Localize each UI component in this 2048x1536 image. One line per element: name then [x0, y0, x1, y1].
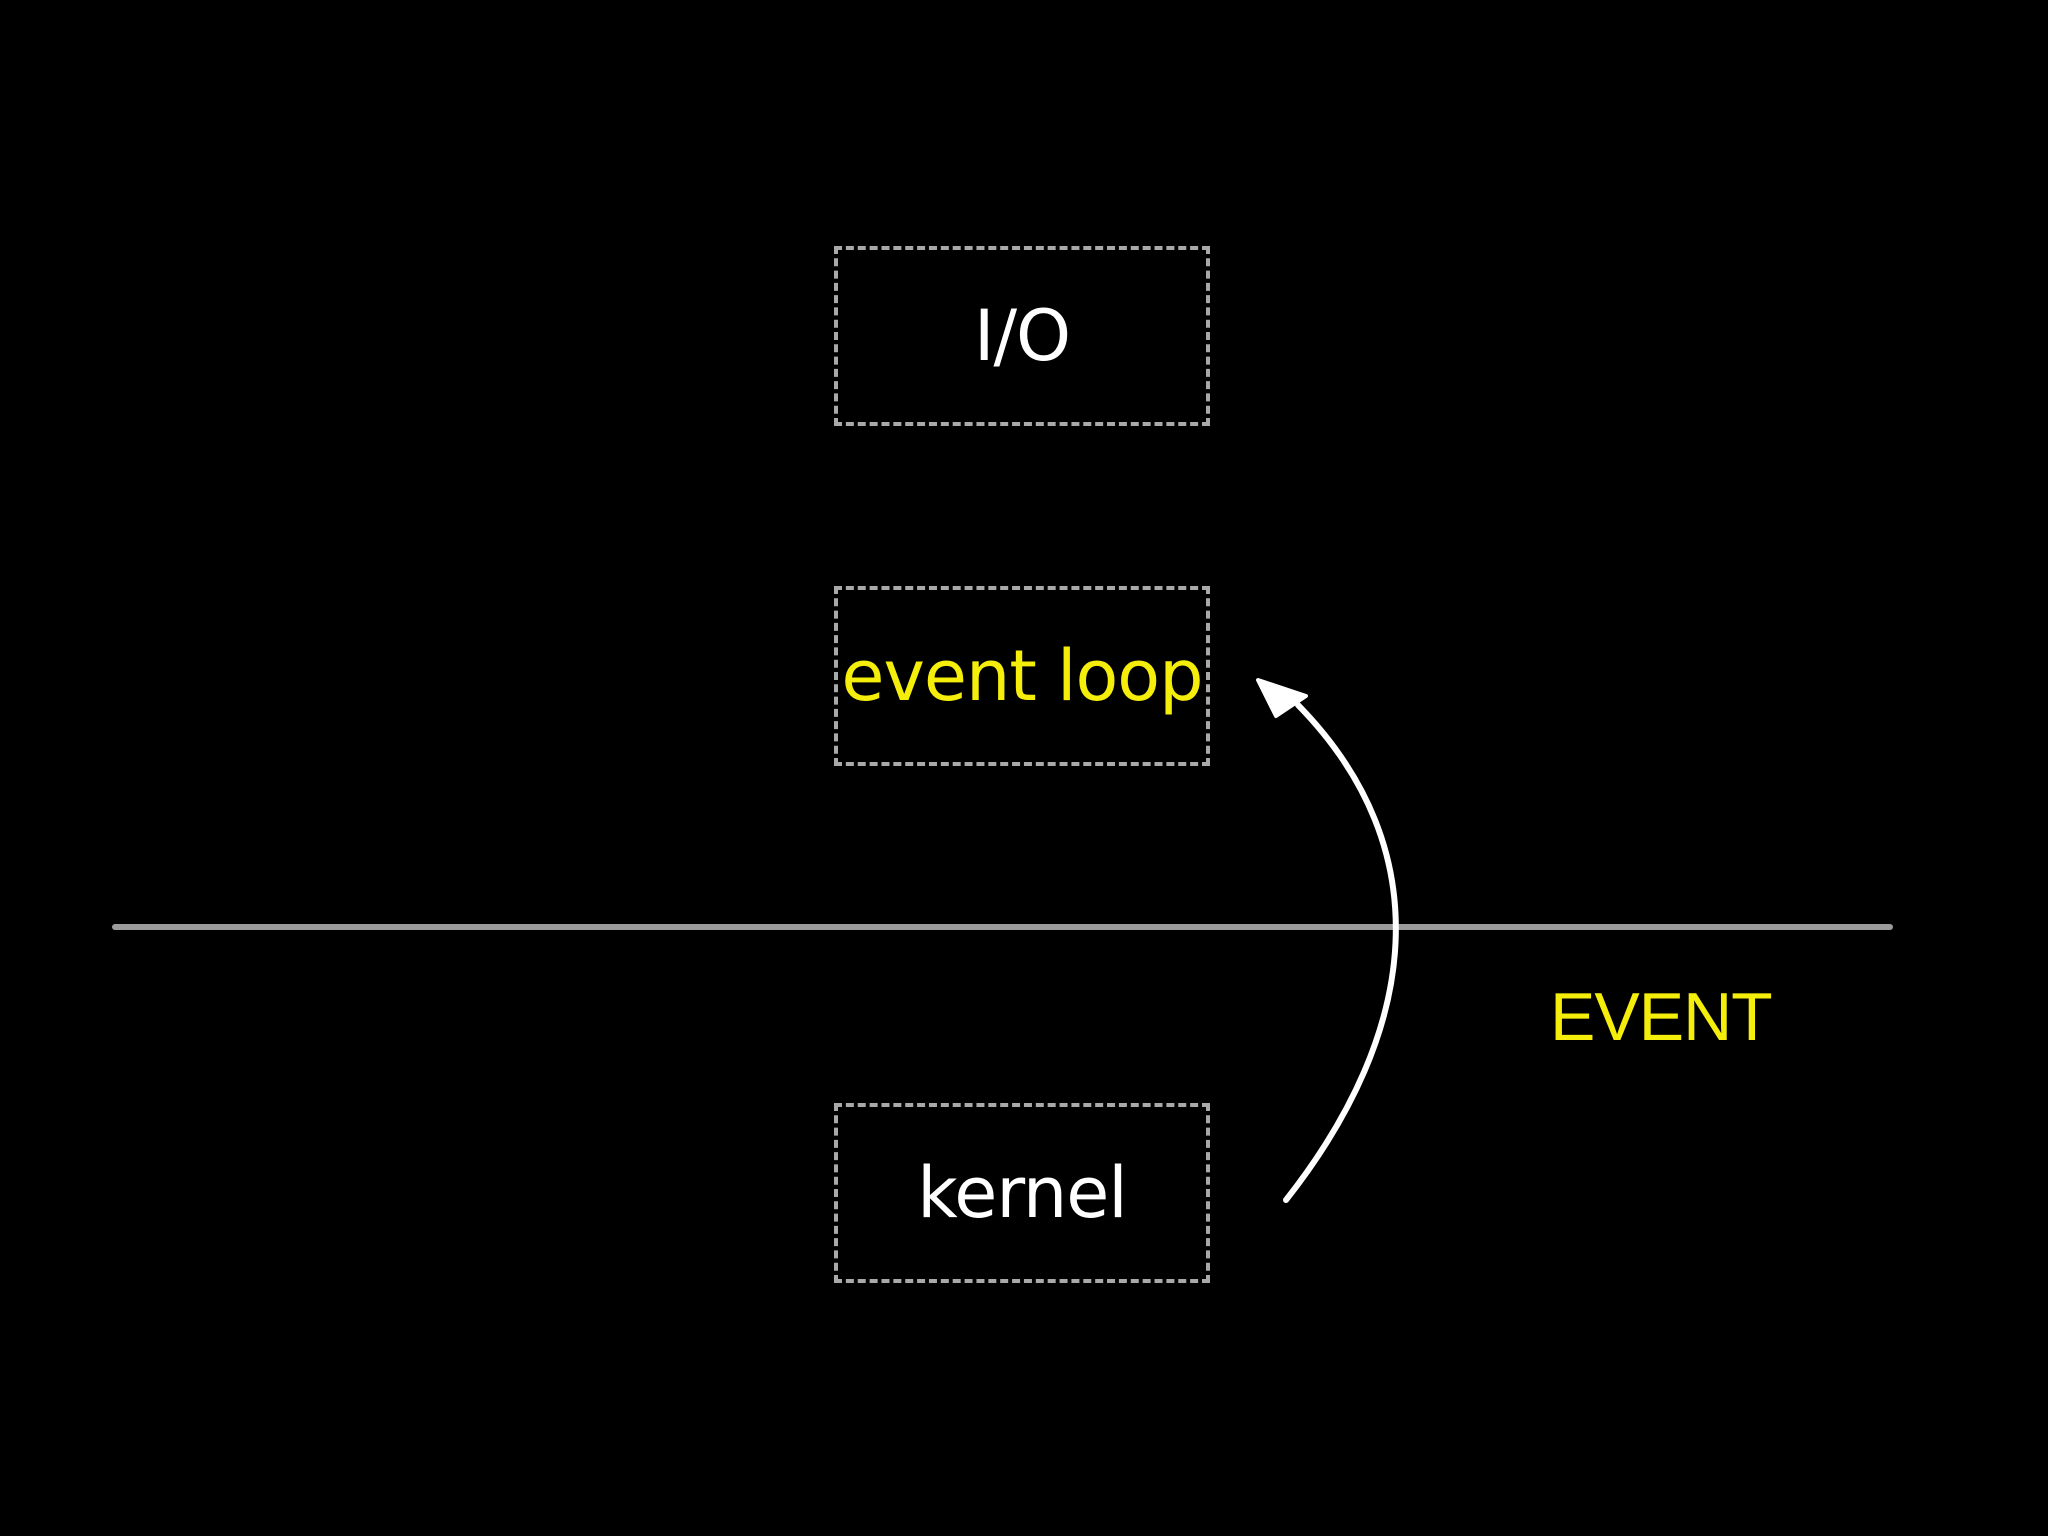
kernel-user-divider-line — [112, 924, 1893, 930]
io-box: I/O — [834, 246, 1210, 426]
event-label: EVENT — [1550, 979, 1773, 1055]
event-loop-label: event loop — [841, 635, 1203, 717]
event-loop-box: event loop — [834, 586, 1210, 766]
kernel-box: kernel — [834, 1103, 1210, 1283]
io-label: I/O — [973, 295, 1071, 377]
event-arrow-curve — [1283, 702, 1399, 1203]
kernel-label: kernel — [917, 1152, 1128, 1234]
event-arrow-head — [1256, 678, 1308, 718]
